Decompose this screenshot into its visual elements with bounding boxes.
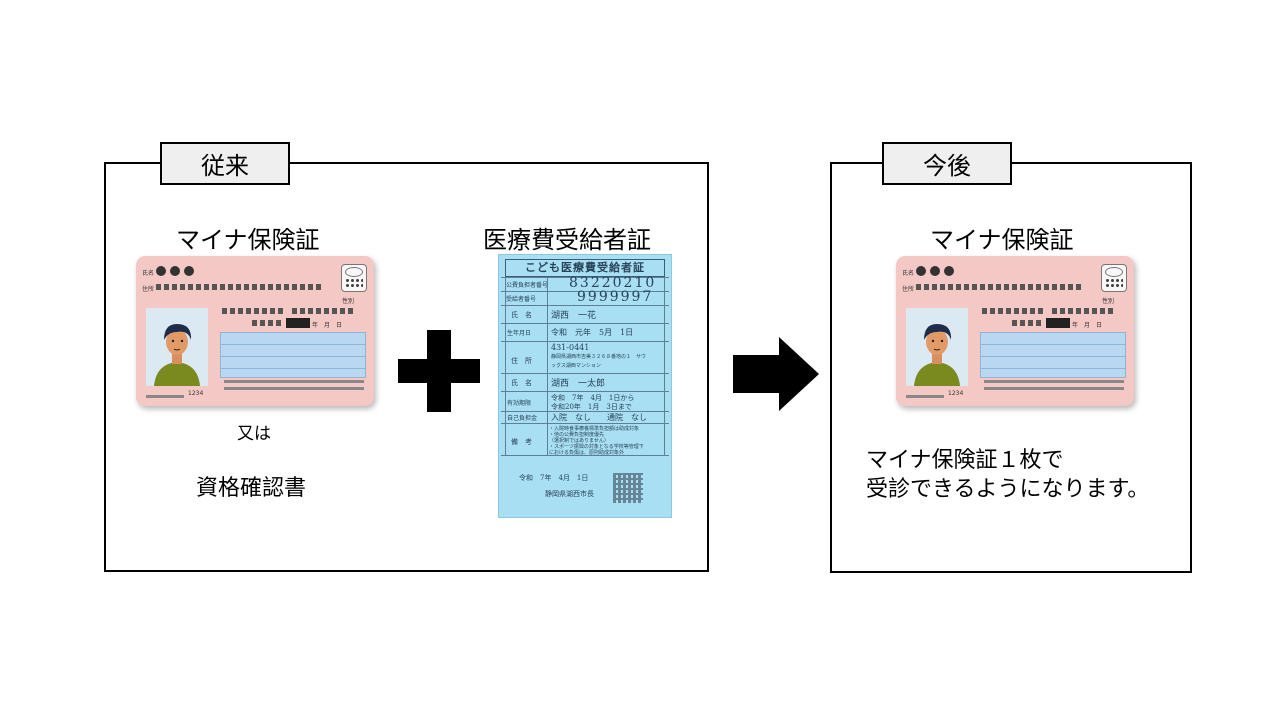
card-dash — [252, 320, 282, 326]
cert-row2-value: 9999997 — [577, 289, 654, 305]
right-panel-tab: 今後 — [882, 142, 1012, 185]
address-mask — [156, 284, 324, 290]
card-bar — [984, 387, 1124, 390]
cert-name-label: 氏 名 — [511, 311, 532, 319]
cert-dob-value: 令和 元年 5月 1日 — [551, 328, 634, 337]
description-line-2: 受診できるようになります。 — [866, 477, 1150, 502]
right-tab-label: 今後 — [923, 152, 971, 180]
cert-vline — [505, 277, 506, 455]
cert-address-value: 静岡県湖西市吉美３２６８番地の１ サウ — [551, 354, 647, 360]
cert-note1: ・入院時食事療養標準負担額は助成対象 — [549, 426, 640, 432]
card-dash — [1012, 320, 1042, 326]
cert-note3: （選択制ではありません） — [549, 438, 609, 444]
ic-chip-icon — [341, 264, 367, 292]
my-number-card: 氏名 住所 性別 年 月 日 1234 — [896, 256, 1134, 406]
cert-guardian-value: 湖西 一太郎 — [551, 379, 606, 389]
cert-dob-label: 生年月日 — [507, 330, 532, 337]
cert-valid-label: 有効期限 — [507, 400, 532, 407]
cert-valid-to: 令和20年 1月 3日まで — [551, 403, 632, 411]
qualification-certificate: 資格確認書 — [196, 476, 307, 501]
card-bar — [984, 380, 1124, 383]
description-line-1: マイナ保険証１枚で — [866, 448, 1064, 473]
birth-mask — [1046, 318, 1070, 328]
medical-recipient-certificate: こども医療費受給者証 公費負担者番号 83220210 受給者番号 999999… — [498, 254, 672, 518]
cert-guardian-label: 氏 名 — [511, 379, 532, 387]
cert-grid — [501, 411, 669, 412]
card-bar — [146, 395, 184, 398]
cert-row1-value: 83220210 — [569, 275, 657, 291]
card-number: 1234 — [948, 390, 964, 397]
cert-row2-label: 受給者番号 — [506, 296, 537, 303]
my-number-card: 氏名 住所 性別 年 月 日 1234 — [136, 256, 374, 406]
cert-grid — [501, 455, 669, 456]
cert-issuer: 静岡県湖西市長 — [545, 490, 594, 498]
cert-note4: ・スポーツ振興の対象となる学校等管理下 — [549, 444, 644, 450]
cert-note2: ・他の公費負担制度優先 — [549, 432, 605, 438]
left-card-title: マイナ保険証 — [176, 226, 320, 254]
card-info-area — [220, 332, 366, 378]
card-bar — [224, 387, 364, 390]
card-bar — [224, 380, 364, 383]
cert-address-value2: ックス湖西マンション — [551, 363, 601, 369]
left-tab-label: 従来 — [201, 152, 249, 180]
name-mask — [156, 266, 194, 276]
cert-copay-values: 入院 なし 通院 なし — [551, 413, 647, 422]
cert-copay-label: 自己負担金 — [507, 415, 538, 422]
cert-grid — [501, 373, 669, 374]
cert-heading: こども医療費受給者証 — [505, 259, 665, 277]
birth-mask — [286, 318, 310, 328]
card-dash — [222, 308, 284, 314]
cert-vline — [664, 277, 665, 455]
name-mask — [916, 266, 954, 276]
cert-issue-date: 令和 7年 4月 1日 — [519, 474, 589, 482]
card-dash — [292, 308, 354, 314]
ic-chip-icon — [1101, 264, 1127, 292]
cert-notes-label: 備 考 — [511, 438, 532, 446]
cert-valid-from: 令和 7年 4月 1日から — [551, 394, 635, 402]
or-text: 又は — [237, 424, 271, 444]
card-address-label: 住所 — [902, 286, 915, 293]
card-number: 1234 — [188, 390, 204, 397]
cert-note5: における負傷は、原則助成対象外 — [549, 450, 625, 456]
cert-grid — [501, 341, 669, 342]
card-sex-label: 性別 — [1102, 298, 1115, 305]
person-icon — [906, 308, 968, 386]
cert-address-label: 住 所 — [511, 357, 532, 365]
cert-zip: 431-0441 — [551, 343, 590, 352]
qr-code-icon — [613, 473, 643, 503]
card-dash — [982, 308, 1044, 314]
right-arrow-icon — [733, 337, 819, 411]
left-panel-tab: 従来 — [160, 142, 290, 185]
card-info-area — [980, 332, 1126, 378]
card-sex-label: 性別 — [342, 298, 355, 305]
cert-grid — [501, 423, 669, 424]
card-bar — [906, 395, 944, 398]
address-mask — [916, 284, 1084, 290]
card-date-label: 年 月 日 — [312, 322, 343, 329]
cert-grid — [501, 291, 669, 292]
cert-grid — [501, 305, 669, 306]
certificate-title: 医療費受給者証 — [483, 226, 651, 254]
plus-icon — [398, 330, 480, 412]
cert-grid — [501, 323, 669, 324]
card-name-label: 氏名 — [142, 270, 155, 277]
person-icon — [146, 308, 208, 386]
card-dash — [1052, 308, 1114, 314]
cert-name-value: 湖西 一花 — [551, 311, 597, 321]
cert-vline — [547, 277, 548, 455]
cert-grid — [501, 391, 669, 392]
card-address-label: 住所 — [142, 286, 155, 293]
cert-row1-label: 公費負担者番号 — [506, 282, 549, 289]
right-card-title: マイナ保険証 — [930, 226, 1074, 254]
cert-grid — [501, 277, 669, 278]
card-date-label: 年 月 日 — [1072, 322, 1103, 329]
card-name-label: 氏名 — [902, 270, 915, 277]
